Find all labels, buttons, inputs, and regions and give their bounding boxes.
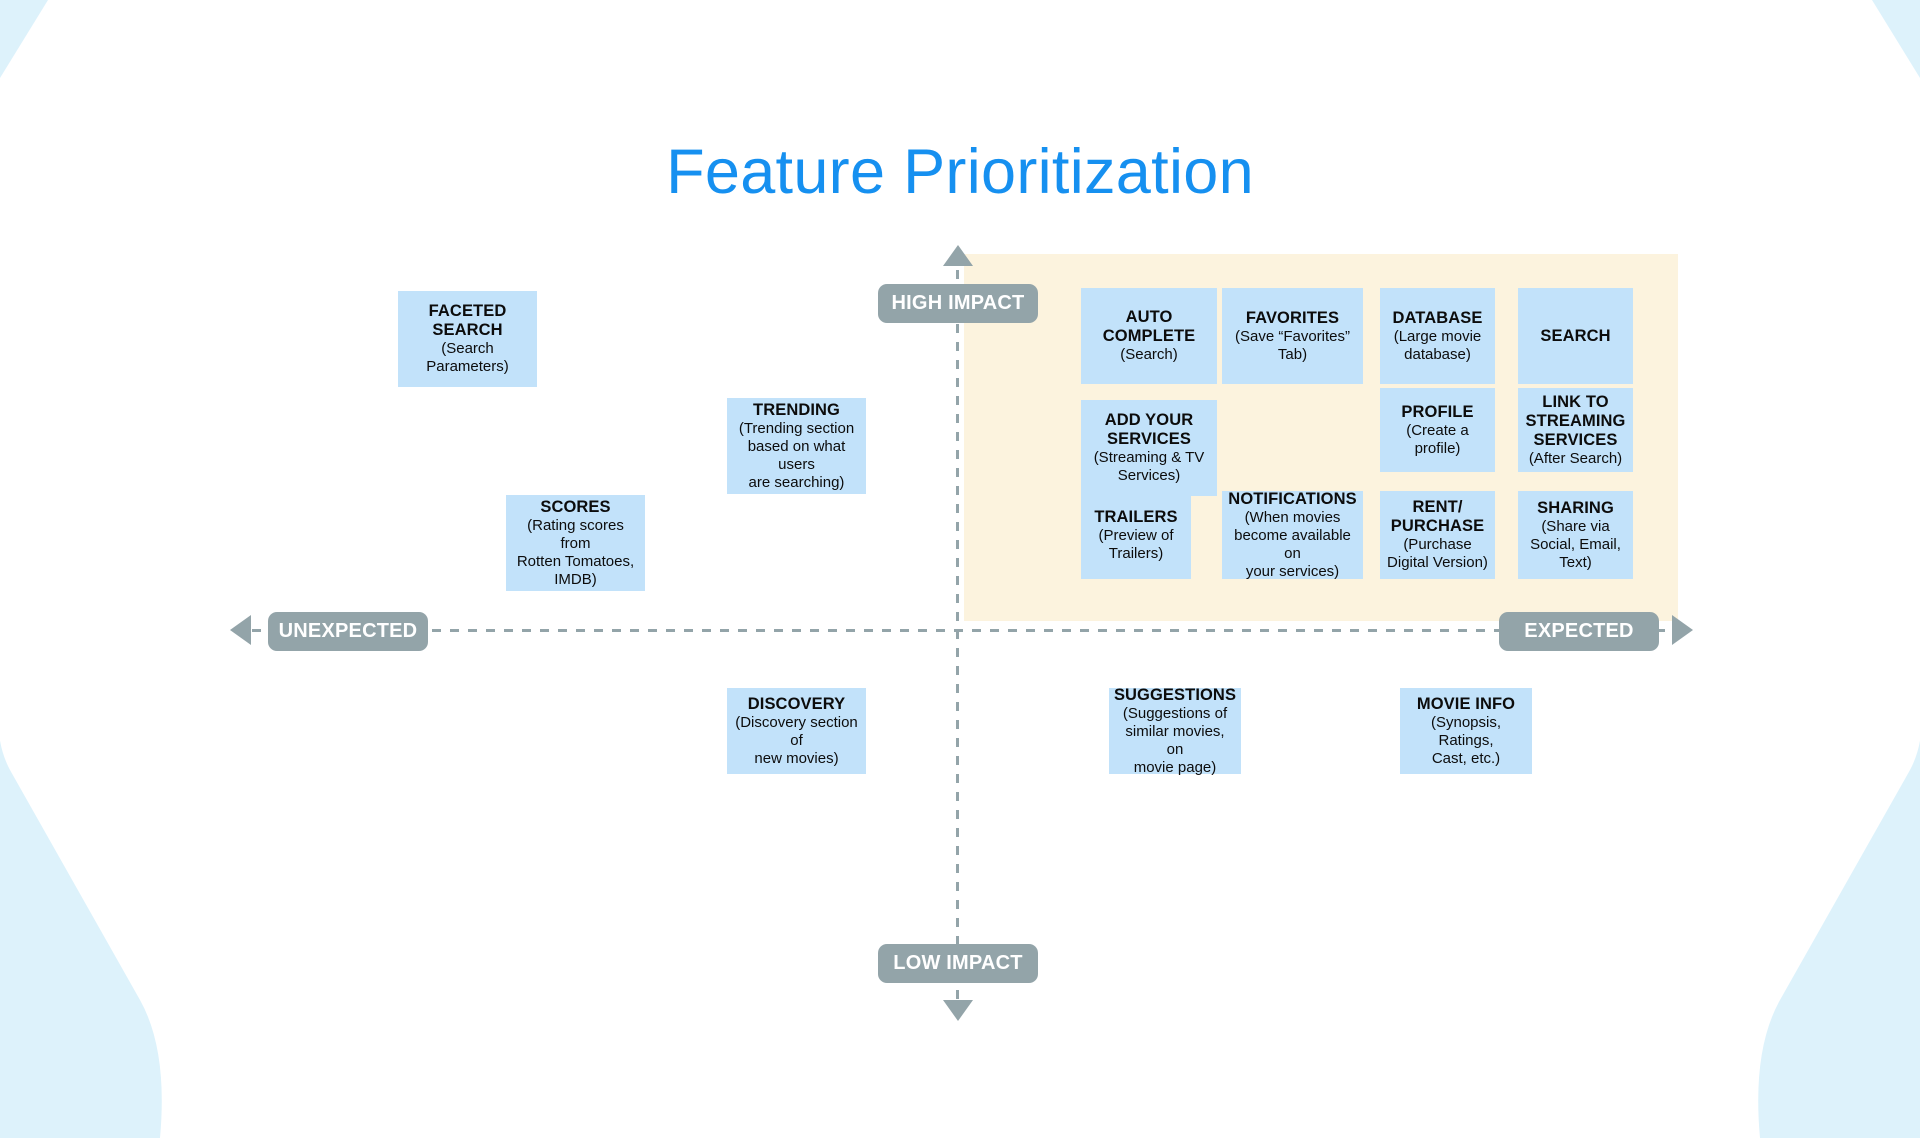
card-subtitle-line1: (When movies [1244, 508, 1341, 526]
card-subtitle-line1: (Trending section [738, 419, 855, 437]
axis-label-expected: EXPECTED [1499, 612, 1659, 651]
card-subtitle-line1: (Preview of [1098, 526, 1174, 544]
card-title: SCORES [540, 497, 611, 516]
card-subtitle-line1: (Large movie [1393, 327, 1482, 345]
arrow-down-icon [943, 1000, 973, 1021]
card-title: MOVIE INFO [1416, 694, 1516, 713]
card-subtitle-line3: IMDB) [554, 570, 597, 588]
card-subtitle-line2: similar movies, on [1125, 722, 1225, 758]
card-subtitle-line2: Cast, etc.) [1431, 749, 1501, 767]
card-subtitle-line2: database) [1404, 345, 1471, 363]
card-subtitle: (Search) [1120, 346, 1178, 363]
card-subtitle: (Save “Favorites” Tab) [1234, 327, 1351, 363]
card-title: LINK TO [1542, 392, 1609, 411]
card-title: AUTO [1125, 308, 1173, 326]
card-add-your-services[interactable]: ADD YOUR SERVICES (Streaming & TV Servic… [1081, 400, 1217, 496]
card-movie-info[interactable]: MOVIE INFO (Synopsis, Ratings, Cast, etc… [1400, 688, 1532, 774]
card-database[interactable]: DATABASE (Large movie database) [1380, 288, 1495, 384]
card-title: RENT/ [1412, 498, 1463, 516]
card-title: TRENDING [753, 400, 840, 419]
card-subtitle-line1: (Create a [1406, 421, 1469, 439]
card-trailers[interactable]: TRAILERS (Preview of Trailers) [1081, 491, 1191, 579]
card-title: FAVORITES [1245, 308, 1340, 327]
card-subtitle-line1: (Discovery section of [735, 713, 858, 749]
card-subtitle-line2: Rotten Tomatoes, [516, 552, 635, 570]
card-subtitle-line3: Text) [1559, 553, 1592, 571]
card-subtitle-line2: Trailers) [1108, 544, 1164, 562]
card-rent-purchase[interactable]: RENT/ PURCHASE (Purchase Digital Version… [1380, 491, 1495, 579]
card-subtitle-line2: profile) [1414, 439, 1461, 457]
card-title: DISCOVERY [747, 694, 846, 713]
card-subtitle-line1: (Purchase [1403, 536, 1472, 553]
card-discovery[interactable]: DISCOVERY (Discovery section of new movi… [727, 688, 866, 774]
card-title-line2: SEARCH [432, 321, 503, 339]
arrow-right-icon [1672, 615, 1693, 645]
card-title: SHARING [1537, 498, 1614, 517]
card-title: DATABASE [1392, 308, 1483, 327]
page-title: Feature Prioritization [666, 137, 1254, 208]
card-suggestions[interactable]: SUGGESTIONS (Suggestions of similar movi… [1109, 685, 1241, 776]
card-subtitle-line2: new movies) [754, 749, 839, 767]
card-sharing[interactable]: SHARING (Share via Social, Email, Text) [1518, 491, 1633, 579]
card-subtitle-line1: (Suggestions of [1122, 704, 1228, 722]
card-faceted-search[interactable]: FACETED SEARCH (Search Parameters) [398, 291, 537, 387]
card-subtitle-line2: Digital Version) [1387, 554, 1488, 571]
card-notifications[interactable]: NOTIFICATIONS (When movies become availa… [1222, 489, 1363, 580]
card-scores[interactable]: SCORES (Rating scores from Rotten Tomato… [506, 495, 645, 591]
card-title: SEARCH [1540, 326, 1611, 345]
card-subtitle-line1: (Synopsis, Ratings, [1430, 713, 1502, 749]
card-title-line2: COMPLETE [1102, 327, 1196, 345]
card-subtitle-line1: (Streaming & TV [1093, 449, 1205, 466]
card-title: ADD YOUR [1104, 411, 1194, 429]
card-link-to-streaming-services[interactable]: LINK TO STREAMING SERVICES (After Search… [1518, 388, 1633, 472]
axis-label-low-impact: LOW IMPACT [878, 944, 1038, 983]
card-title: PROFILE [1401, 402, 1474, 421]
arrow-left-icon [230, 615, 251, 645]
card-subtitle-line2: Services) [1117, 467, 1181, 484]
card-profile[interactable]: PROFILE (Create a profile) [1380, 388, 1495, 472]
axis-label-high-impact: HIGH IMPACT [878, 284, 1038, 323]
card-title: TRAILERS [1094, 507, 1178, 526]
card-subtitle-line1: (Rating scores from [527, 516, 624, 552]
arrow-up-icon [943, 245, 973, 266]
axis-horizontal [252, 629, 1672, 632]
card-subtitle-line3: your services) [1245, 562, 1340, 580]
card-subtitle-line3: are searching) [748, 473, 845, 491]
card-title: SUGGESTIONS [1113, 685, 1237, 704]
card-title: FACETED [428, 302, 507, 320]
card-title-line2: PURCHASE [1390, 517, 1485, 535]
axis-label-unexpected: UNEXPECTED [268, 612, 428, 651]
card-subtitle-line2: based on what users [747, 437, 846, 473]
card-subtitle-line2: become available on [1234, 526, 1351, 562]
card-subtitle-line3: movie page) [1133, 758, 1217, 776]
card-trending[interactable]: TRENDING (Trending section based on what… [727, 398, 866, 494]
card-subtitle-line1: (Share via [1541, 517, 1610, 535]
card-subtitle-line2: Social, Email, [1530, 535, 1621, 553]
card-subtitle: (Search Parameters) [426, 340, 509, 375]
card-title: NOTIFICATIONS [1228, 489, 1357, 508]
card-auto-complete[interactable]: AUTO COMPLETE (Search) [1081, 288, 1217, 384]
card-title-line2: SERVICES [1107, 430, 1191, 448]
card-favorites[interactable]: FAVORITES (Save “Favorites” Tab) [1222, 288, 1363, 384]
card-subtitle: (After Search) [1528, 449, 1623, 467]
card-title-line3: SERVICES [1533, 430, 1618, 449]
card-search[interactable]: SEARCH [1518, 288, 1633, 384]
card-title-line2: STREAMING [1525, 411, 1626, 430]
